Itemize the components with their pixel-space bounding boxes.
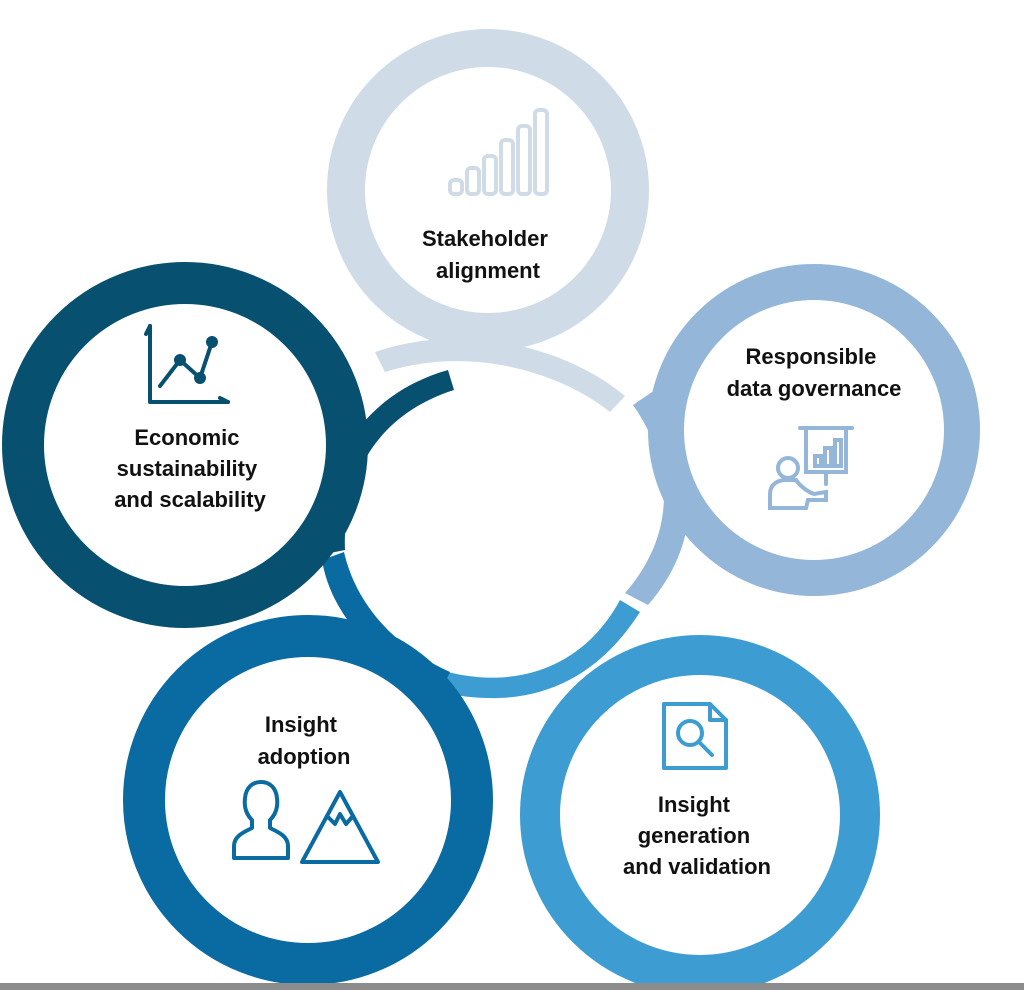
governance-label: Responsible data governance xyxy=(727,344,902,401)
adoption-ring xyxy=(123,615,493,985)
document-search-icon xyxy=(662,702,728,770)
economic-label: Economic sustainability and scalability xyxy=(114,425,266,512)
line-chart-icon xyxy=(144,324,230,404)
economic-ring xyxy=(2,262,368,628)
stakeholder-connector xyxy=(375,338,625,412)
generation-connector xyxy=(440,600,640,699)
bottom-divider xyxy=(0,983,1024,990)
governance-ring xyxy=(648,264,980,596)
person-mountain-icon xyxy=(232,780,380,864)
stakeholder-ring xyxy=(327,29,649,351)
generation-ring xyxy=(520,635,880,990)
adoption-label: Insight adoption xyxy=(258,712,351,769)
bar-chart-icon xyxy=(448,108,549,196)
generation-label: Insight generation and validation xyxy=(623,792,771,879)
presentation-icon xyxy=(768,426,854,510)
stakeholder-label: Stakeholder alignment xyxy=(422,226,554,283)
